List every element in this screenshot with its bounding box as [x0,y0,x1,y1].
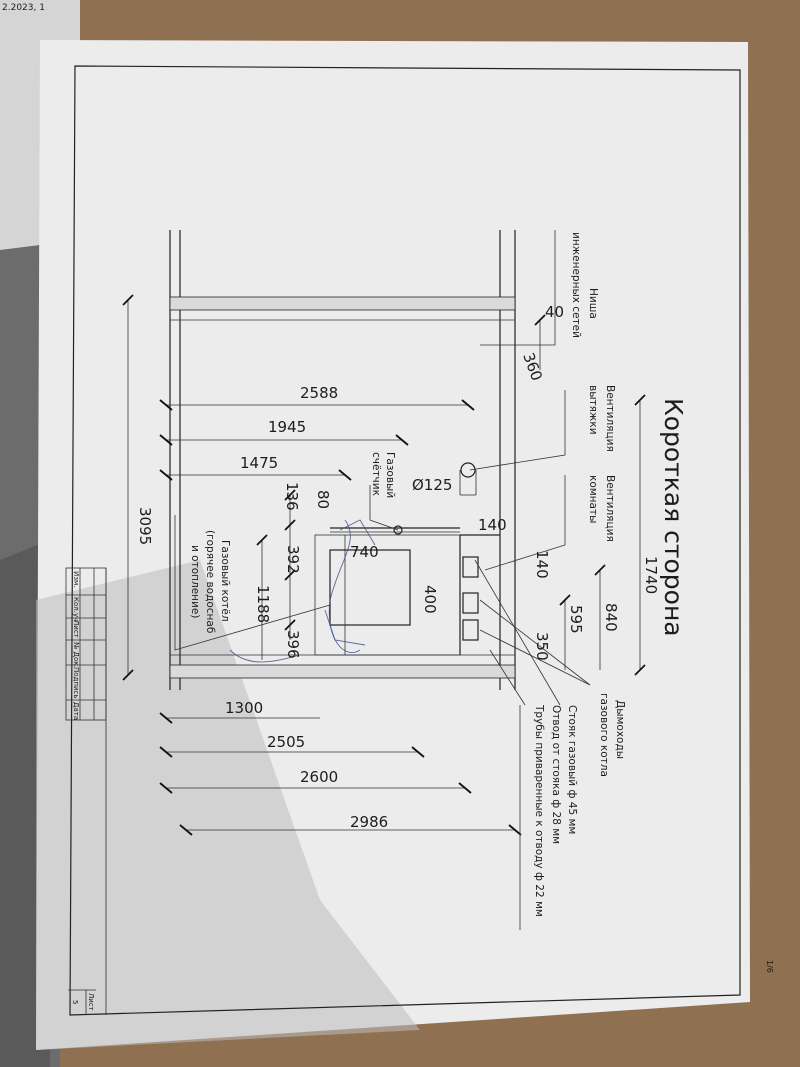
tb-col-koluch: Кол.уч [72,597,80,621]
shadow [36,560,420,1050]
tb-col-izm: Изм. [72,571,80,587]
vent-pipe-circle [460,462,476,478]
dim-2986: 2986 [350,813,388,831]
label-boiler-3: и отопление) [189,545,201,618]
label-boiler-2: (горячее водоснаб [204,530,216,633]
tb-col-date: Дата [72,702,80,720]
label-niche: Ниша [587,288,599,319]
dim-80: 80 [314,490,332,509]
dim-840: 840 [602,603,620,632]
dim-140-b: 140 [478,516,507,534]
dim-1740: 1740 [642,556,660,594]
boiler-outline [329,549,411,626]
dim-740: 740 [350,543,379,561]
tb-col-sign: Подпись [72,667,80,699]
dim-1300: 1300 [225,699,263,717]
title-block: Изм. Кол.уч Лист № Док. Подпись Дата Лис… [65,567,107,1015]
tb-col-doc: № Док. [72,642,80,668]
tb-sheet-number: 5 [71,1000,79,1004]
label-vent-room-2: комнаты [587,475,599,523]
pen-annotations [229,519,376,663]
dimension-values: 1740 840 595 350 140 140 Ø125 40 360 258… [136,303,660,831]
dim-396: 396 [284,630,302,659]
dim-400: 400 [421,585,439,614]
dim-2505: 2505 [267,733,305,751]
dim-350: 350 [533,632,551,661]
leader-lines [174,230,591,930]
dim-40: 40 [545,303,564,321]
dim-3095: 3095 [136,507,154,545]
label-branch: Отвод от стояка ф 28 мм [550,705,562,844]
label-gas-meter-2: счётчик [370,452,382,496]
label-riser: Стояк газовый ф 45 мм [566,705,578,834]
dim-1475: 1475 [240,454,278,472]
dimension-lines [122,294,646,836]
dim-1188: 1188 [254,585,272,623]
chimney-2 [462,592,479,614]
dim-392: 392 [284,545,302,574]
chimney-3 [462,619,479,641]
page-counter: 1/6 [765,960,774,973]
label-vent-exhaust: Вентиляция [604,385,616,452]
tb-sheet-label: Лист [87,993,95,1011]
tb-col-list: Лист [72,620,80,638]
dim-2600: 2600 [300,768,338,786]
drawing-title: Короткая сторона [659,398,688,637]
equipment [314,462,500,656]
chimney-1 [462,556,479,578]
label-vent-exhaust-2: вытяжки [587,385,599,435]
label-vent-room: Вентиляция [604,475,616,542]
dim-diameter-125: Ø125 [412,476,452,494]
label-boiler: Газовый котёл [219,540,231,622]
dim-136: 136 [283,482,301,511]
label-chimney: Дымоходы [614,700,626,759]
label-niche-2: инженерных сетей [570,232,582,338]
dim-595: 595 [567,605,585,634]
dim-1945: 1945 [268,418,306,436]
photo-timestamp: 2.2023, 1 [2,3,45,13]
drawing-frame [69,65,741,1016]
label-pipes: Трубы приваренные к отводу ф 22 мм [533,704,545,917]
gas-meter-marker [393,525,403,535]
dim-140-a: 140 [533,550,551,579]
label-gas-meter: Газовый [384,452,396,498]
label-chimney-2: газового котла [598,693,610,777]
dim-2588: 2588 [300,384,338,402]
